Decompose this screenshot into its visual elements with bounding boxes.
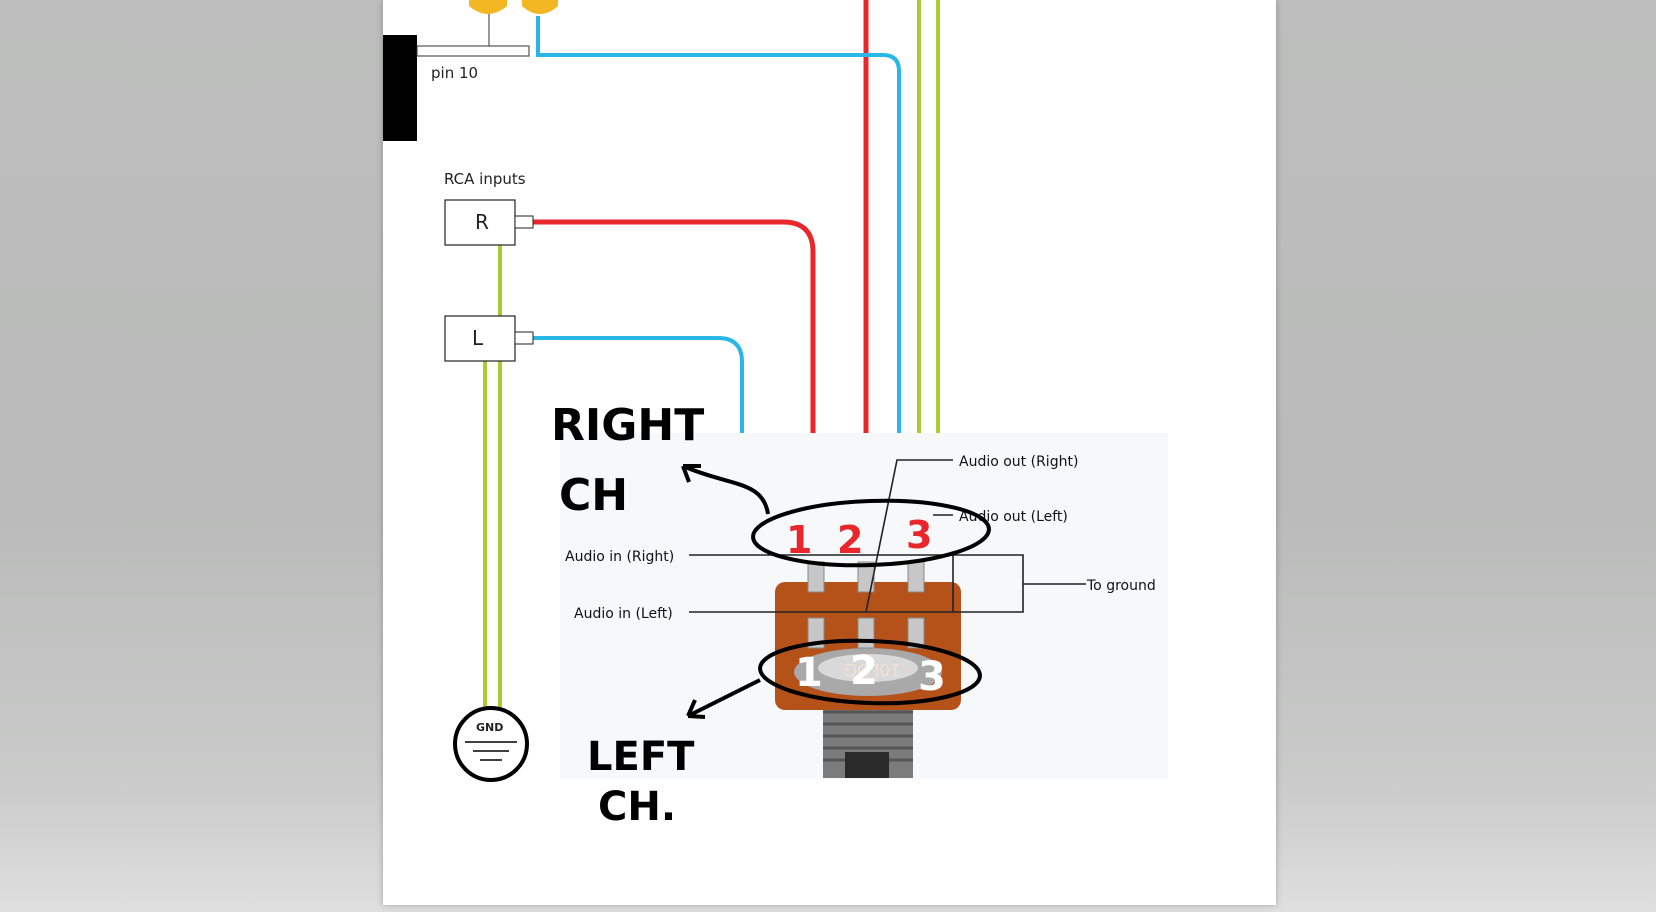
bottom-pin-3-label: 3: [918, 654, 946, 700]
yellow-connector-left: [469, 0, 507, 14]
right-channel-arrow: [681, 464, 770, 515]
pin-10-label: pin 10: [431, 64, 478, 82]
label-audio-out-right: Audio out (Right): [959, 454, 1078, 470]
potentiometer-image: 10LOG: [560, 433, 1168, 779]
rca-jack-left-label: L: [472, 326, 484, 350]
wiring-diagram: pin 10 RCA inputs R L GND: [383, 0, 1168, 830]
rca-inputs: RCA inputs R L: [444, 170, 534, 362]
rca-jack-left: [444, 315, 516, 362]
right-channel-note-line2: CH: [559, 470, 628, 521]
top-pins-circle: [751, 498, 991, 568]
label-audio-in-left: Audio in (Left): [574, 606, 673, 622]
rca-heading: RCA inputs: [444, 170, 526, 188]
left-channel-note-line1: LEFT: [587, 734, 695, 780]
left-channel-note-line2: CH.: [598, 784, 676, 830]
right-channel-note-line1: RIGHT: [551, 400, 704, 451]
ground-symbol: GND: [453, 706, 529, 782]
black-header-block: [383, 35, 417, 141]
top-pin-2-label: 2: [837, 518, 863, 562]
label-audio-in-right: Audio in (Right): [565, 549, 674, 565]
blue-wire-top: [536, 16, 901, 614]
ground-label: GND: [476, 721, 503, 734]
red-wire-r-jack: [533, 219, 816, 555]
rca-jack-right-label: R: [475, 210, 489, 234]
top-pin-1-label: 1: [786, 518, 812, 562]
bottom-pins-circle: [758, 638, 982, 706]
label-to-ground: To ground: [1086, 578, 1156, 594]
top-connector: pin 10: [383, 0, 558, 141]
pin-10-lead: [416, 45, 530, 57]
label-audio-out-left: Audio out (Left): [959, 509, 1068, 525]
bottom-pin-1-label: 1: [795, 650, 823, 696]
document-page: pin 10 RCA inputs R L GND: [383, 0, 1276, 905]
bottom-pin-2-label: 2: [850, 648, 878, 694]
yellow-connector-right: [522, 0, 558, 14]
handwritten-annotations: 1 2 3 1 2 3 RIGHT CH LEFT CH.: [551, 400, 991, 830]
blue-wire-l-jack: [533, 336, 813, 614]
top-pin-3-label: 3: [906, 513, 932, 557]
left-channel-arrow: [686, 678, 761, 719]
pot-body-marking: 10LOG: [844, 659, 901, 679]
